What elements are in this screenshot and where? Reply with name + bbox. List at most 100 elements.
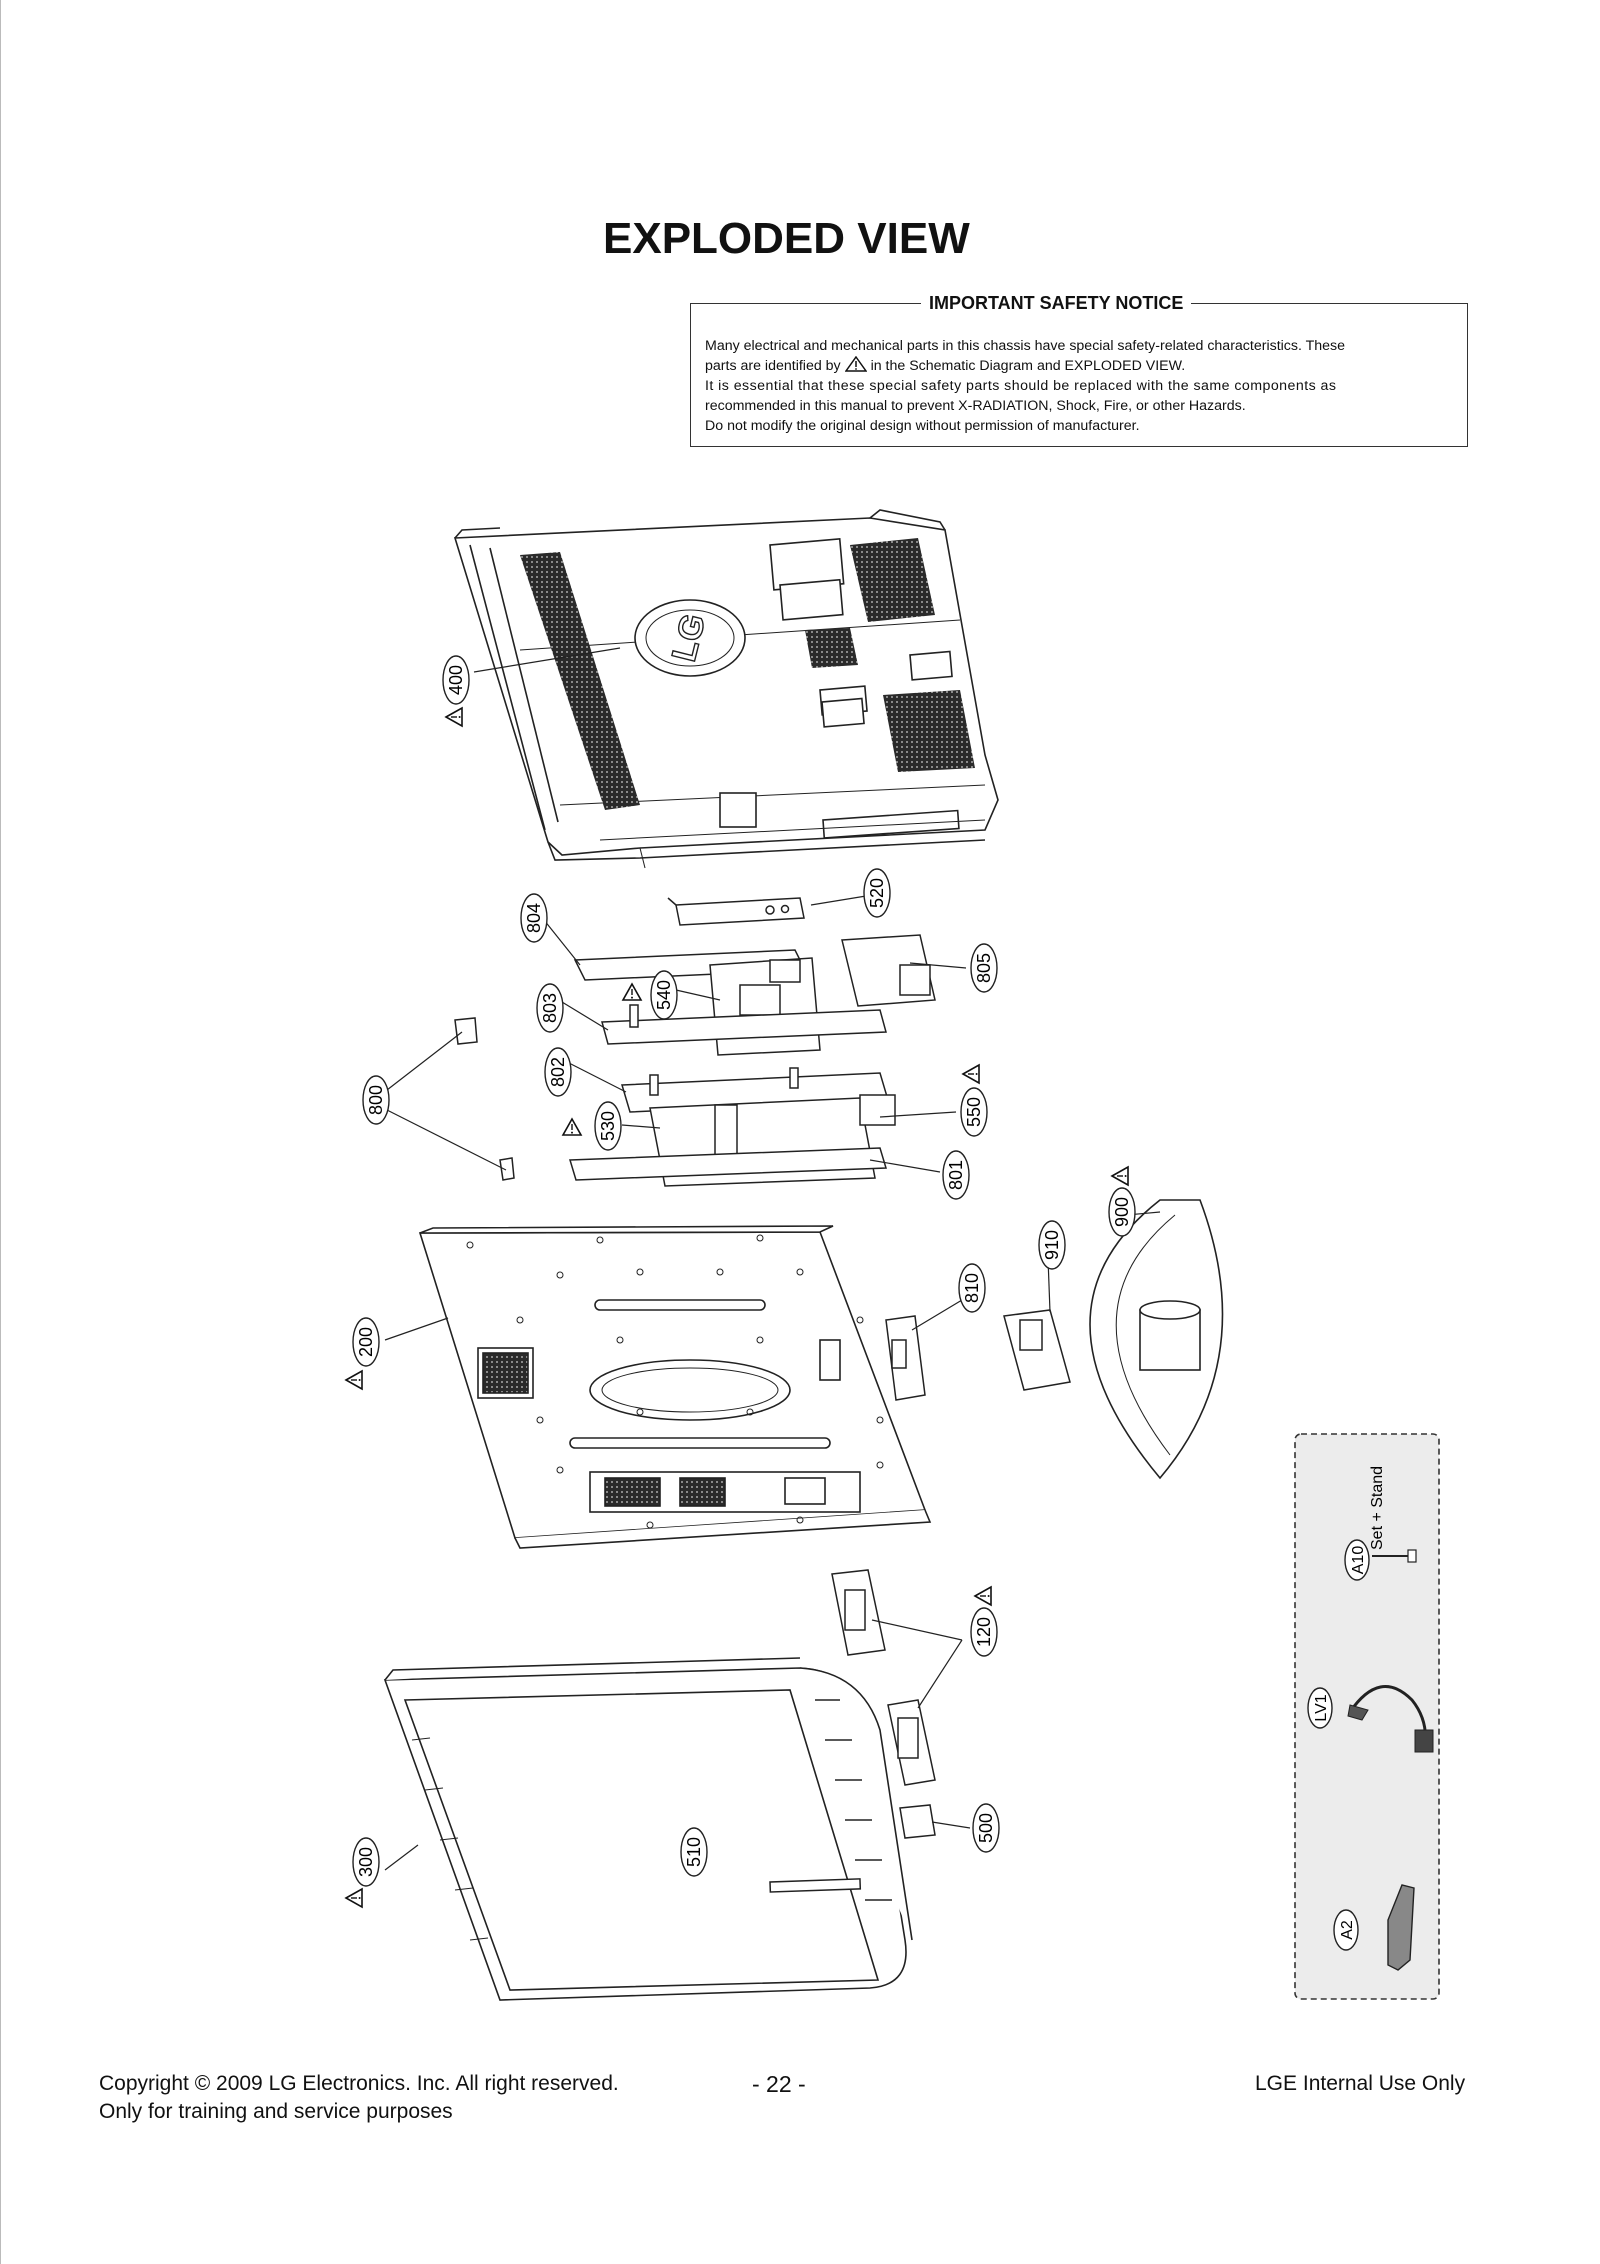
label-550: 550 [960, 1064, 988, 1137]
screw-icon [1407, 1549, 1417, 1563]
notice-line-5: Do not modify the original design withou… [705, 418, 1140, 434]
label-804: 804 [520, 893, 548, 943]
safety-notice-body: Many electrical and mechanical parts in … [705, 336, 1457, 436]
accessories-box: A10 Set + Stand LV1 A2 [1294, 1433, 1440, 2000]
label-810-text: 810 [962, 1273, 982, 1303]
chassis-screw-holes [466, 1234, 884, 1529]
label-510: 510 [680, 1827, 708, 1877]
label-803-text: 803 [540, 993, 560, 1023]
warning-triangle-icon [445, 707, 463, 727]
board-leader-lines [386, 895, 967, 1173]
back-cover-left-vent [520, 552, 640, 810]
chassis-back-plate-part [418, 1225, 932, 1549]
label-300-text: 300 [356, 1847, 376, 1877]
back-cover-part [453, 509, 999, 869]
label-540: 540 [622, 970, 678, 1020]
notice-line-2: parts are identified by in the Schematic… [705, 356, 1457, 376]
notice-line-2b: in the Schematic Diagram and EXPLODED VI… [870, 358, 1186, 374]
accessory-a2: A2 [1333, 1884, 1415, 1971]
board-520 [667, 897, 805, 926]
bracket-800 [454, 1017, 515, 1181]
label-803: 803 [536, 983, 564, 1033]
label-802: 802 [544, 1047, 572, 1097]
warning-triangle-icon [562, 1118, 582, 1136]
warning-triangle-icon [962, 1064, 980, 1084]
label-520: 520 [863, 868, 891, 918]
safety-notice-box: IMPORTANT SAFETY NOTICE Many electrical … [690, 293, 1468, 447]
back-cover-center-vent [805, 628, 858, 668]
label-200-text: 200 [356, 1327, 376, 1357]
label-910-text: 910 [1042, 1230, 1062, 1260]
board-803 [601, 1004, 887, 1045]
warning-triangle-icon [622, 983, 642, 1001]
label-910: 910 [1038, 1220, 1066, 1270]
front-cabinet-left-tabs [411, 1737, 489, 1941]
footer-page-number: - 22 - [752, 2071, 806, 2097]
label-900-text: 900 [1112, 1197, 1132, 1227]
label-200: 200 [345, 1317, 380, 1390]
page-title: EXPLODED VIEW [603, 214, 970, 263]
label-120: 120 [970, 1586, 998, 1657]
label-500-text: 500 [976, 1813, 996, 1843]
board-805 [841, 934, 936, 1007]
label-805: 805 [970, 943, 998, 993]
warning-triangle-icon [345, 1888, 363, 1908]
label-300: 300 [345, 1837, 380, 1908]
speaker-part-upper [831, 1569, 886, 1656]
label-510-text: 510 [684, 1837, 704, 1867]
back-cover-bottom-right-vent [883, 690, 975, 772]
power-plug-icon [1414, 1729, 1434, 1753]
page-edge [0, 0, 1, 2264]
speaker-part-lower [887, 1699, 936, 1786]
warning-triangle-icon [1111, 1166, 1129, 1186]
label-801: 801 [942, 1150, 970, 1200]
accessory-lv1-text: LV1 [1313, 1694, 1330, 1721]
label-810: 810 [958, 1263, 986, 1313]
label-804-text: 804 [524, 903, 544, 933]
notice-line-1: Many electrical and mechanical parts in … [705, 338, 1346, 354]
front-cabinet-part [383, 1657, 913, 2001]
accessory-a10-text: A10 [1350, 1546, 1367, 1575]
footer-copyright: Copyright © 2009 LG Electronics. Inc. Al… [99, 2072, 619, 2095]
leader-200 [384, 1317, 449, 1341]
label-800-text: 800 [366, 1085, 386, 1115]
label-802-text: 802 [548, 1057, 568, 1087]
stand-bracket-810 [885, 1315, 926, 1401]
label-800: 800 [362, 1075, 390, 1125]
label-400-text: 400 [446, 665, 466, 695]
accessory-set-stand-text: Set + Stand [1369, 1466, 1386, 1550]
label-500: 500 [972, 1803, 1000, 1853]
label-805-text: 805 [974, 953, 994, 983]
warning-triangle-icon [345, 1370, 363, 1390]
accessory-lv1: LV1 [1307, 1685, 1434, 1753]
label-400: 400 [442, 647, 621, 727]
safety-notice-title: IMPORTANT SAFETY NOTICE [921, 293, 1192, 314]
footer-internal: LGE Internal Use Only [1255, 2072, 1466, 2095]
notice-line-3: It is essential that these special safet… [705, 378, 1337, 394]
ir-board-part-500 [899, 1804, 936, 1839]
notice-line-4: recommended in this manual to prevent X-… [705, 398, 1246, 414]
stand-base-part [1089, 1199, 1224, 1480]
label-120-text: 120 [974, 1617, 994, 1647]
notice-line-2a: parts are identified by [705, 358, 841, 374]
remote-control-icon [1387, 1884, 1415, 1971]
accessory-a2-text: A2 [1339, 1920, 1356, 1940]
board-540 [709, 957, 821, 1056]
led-board-part-510 [769, 1878, 862, 1893]
back-cover-top-right-vent [850, 538, 935, 622]
board-801 [569, 1147, 887, 1181]
label-540-text: 540 [654, 980, 674, 1010]
label-530: 530 [562, 1101, 622, 1151]
label-900: 900 [1108, 1166, 1136, 1237]
label-801-text: 801 [946, 1160, 966, 1190]
footer-training: Only for training and service purposes [99, 2100, 453, 2123]
warning-triangle-icon [974, 1586, 992, 1606]
stand-neck-part-910 [1003, 1309, 1071, 1391]
warning-triangle-icon [844, 356, 867, 372]
label-520-text: 520 [867, 878, 887, 908]
label-530-text: 530 [598, 1111, 618, 1141]
power-cord-icon [1348, 1685, 1427, 1746]
label-550-text: 550 [964, 1097, 984, 1127]
accessory-a10: A10 Set + Stand [1344, 1466, 1417, 1581]
